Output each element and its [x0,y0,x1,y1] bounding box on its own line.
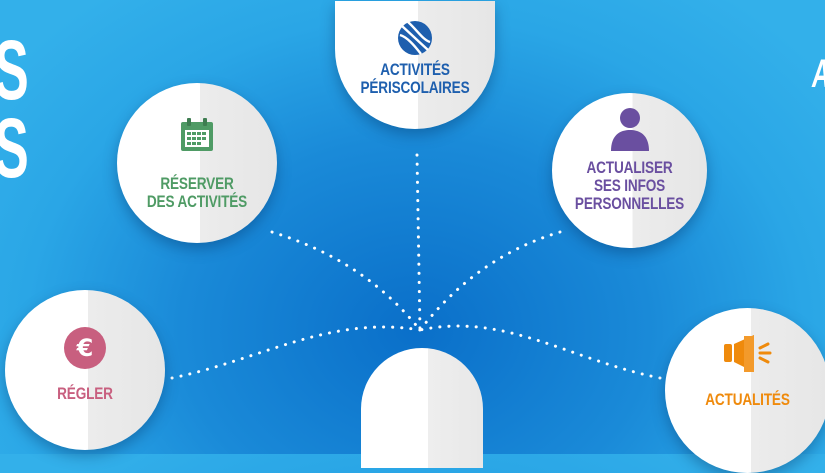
reserver-activites-label: RÉSERVER DES ACTIVITÉS [146,174,248,211]
center-hub [361,348,483,468]
svg-text:€: € [76,334,94,362]
reserver-activites-button[interactable]: RÉSERVER DES ACTIVITÉS [117,83,277,243]
regler-label: RÉGLER [57,384,113,403]
connector-reserver [270,230,422,332]
connector-actualites [418,324,662,380]
actualiser-infos-label: ACTUALISER SES INFOS PERSONNELLES [574,158,685,213]
calendar-icon [177,115,217,155]
connector-regler [170,325,422,380]
actualites-button[interactable]: ACTUALITÉS [665,308,825,473]
regler-button[interactable]: € RÉGLER [5,290,165,450]
activites-periscolaires-label: ACTIVITÉS PÉRISCOLAIRES [360,60,470,97]
right-heading-fragment: A [812,54,825,94]
actualites-label: ACTUALITÉS [705,390,790,409]
connector-dots [0,0,825,454]
megaphone-icon [720,332,776,376]
euro-icon: € [62,325,108,371]
basketball-icon [395,18,435,58]
actualiser-infos-button[interactable]: ACTUALISER SES INFOS PERSONNELLES [552,93,707,248]
left-heading-fragment: S S [0,28,29,190]
connector-infos [418,230,562,332]
user-icon [608,105,652,151]
connector-periscolaires [415,153,422,332]
activites-periscolaires-button[interactable]: ACTIVITÉS PÉRISCOLAIRES [335,1,495,129]
